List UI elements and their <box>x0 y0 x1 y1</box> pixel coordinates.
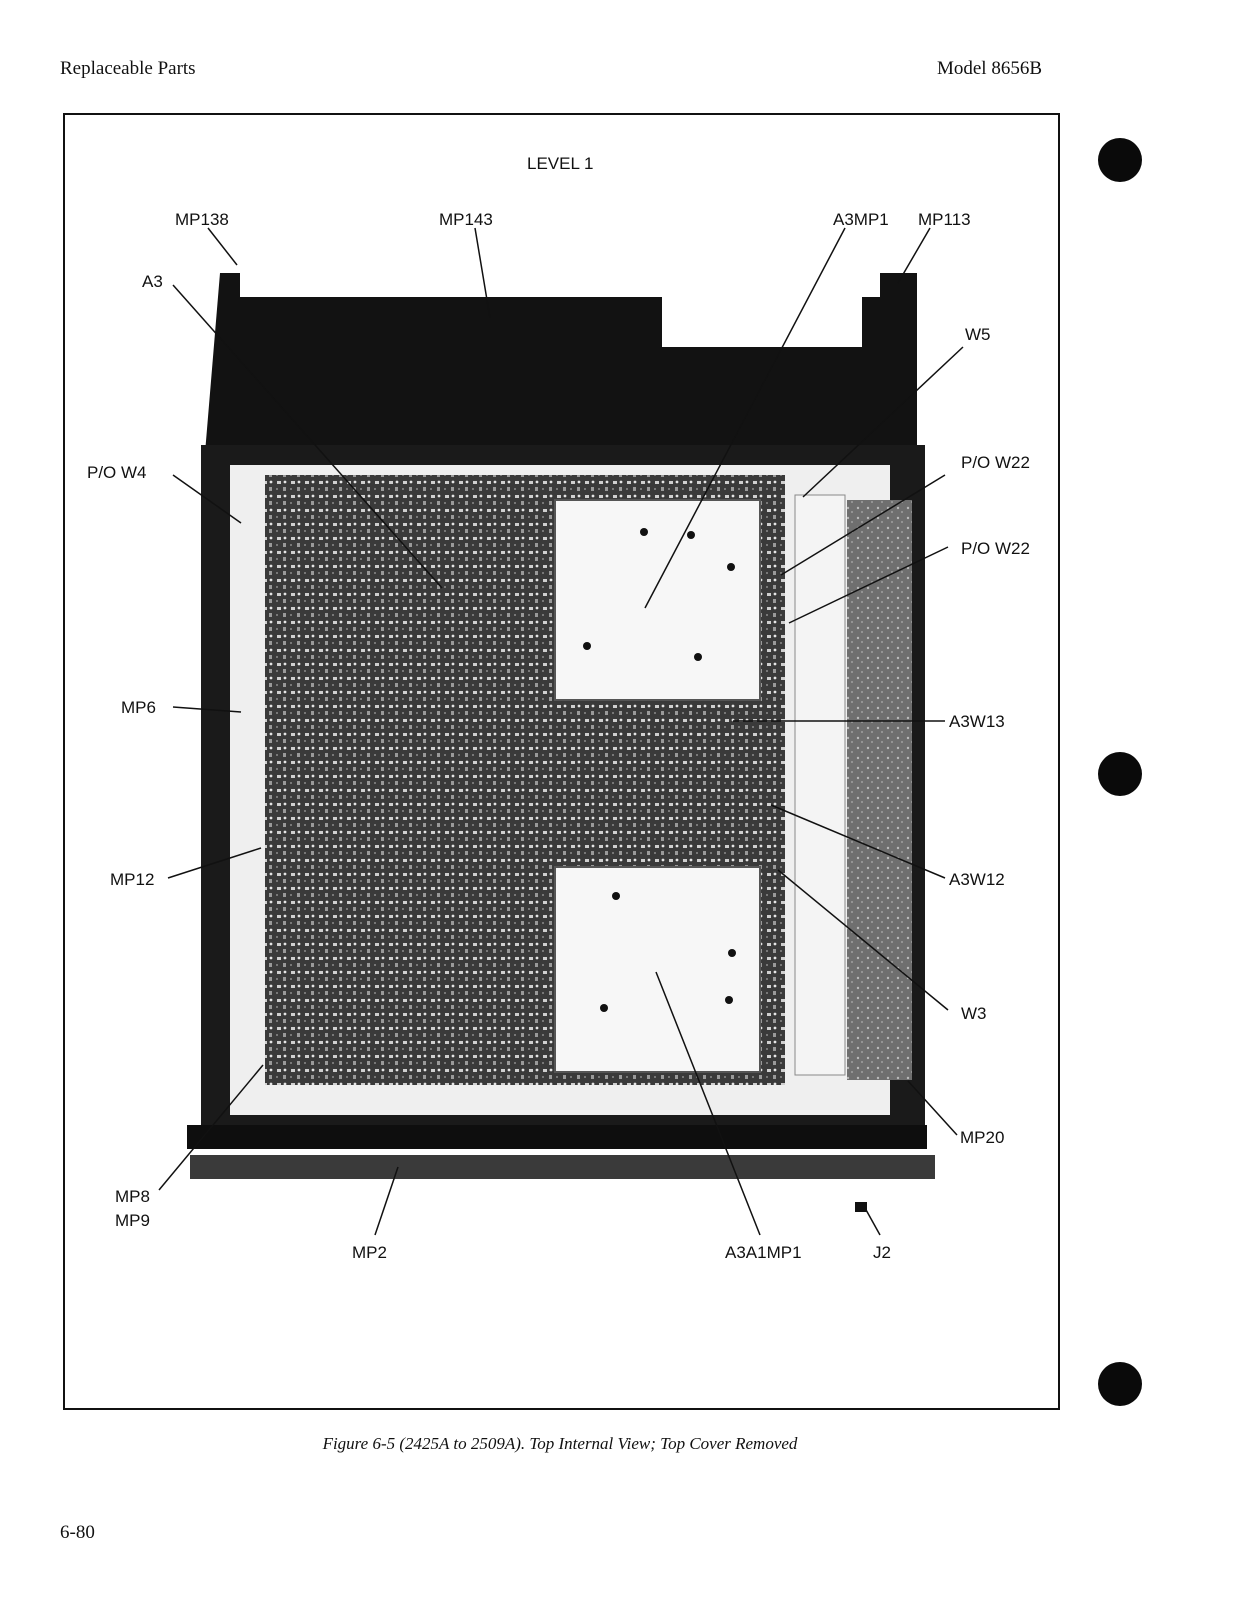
label-mp143: MP143 <box>439 210 493 229</box>
binder-hole-top <box>1098 138 1142 182</box>
label-mp8: MP8 <box>115 1187 150 1206</box>
label-a3a1mp1: A3A1MP1 <box>725 1243 802 1262</box>
label-mp6: MP6 <box>121 698 156 717</box>
label-w3: W3 <box>961 1004 987 1023</box>
binder-hole-bottom <box>1098 1362 1142 1406</box>
j2-connector <box>855 1202 867 1212</box>
binder-hole-middle <box>1098 752 1142 796</box>
front-bar-2-mp2 <box>190 1155 935 1179</box>
leader-lines <box>158 227 964 1236</box>
label-po-w22-a: P/O W22 <box>961 453 1030 472</box>
shield-a3a1mp1 <box>554 866 761 1073</box>
label-mp113: MP113 <box>918 210 971 229</box>
side-assembly <box>847 500 912 1080</box>
running-header-section: Replaceable Parts <box>60 58 196 79</box>
label-a3mp1: A3MP1 <box>833 210 889 229</box>
label-mp20: MP20 <box>960 1128 1004 1147</box>
label-mp2: MP2 <box>352 1243 387 1262</box>
cable-channel <box>794 494 846 1076</box>
figure-frame: LEVEL 1 MP138 MP143 A3MP1 MP113 A3 W5 P/… <box>63 113 1060 1410</box>
label-mp9: MP9 <box>115 1211 150 1230</box>
label-a3w13: A3W13 <box>949 712 1005 731</box>
page-number: 6-80 <box>60 1522 95 1543</box>
shield-a3mp1 <box>554 499 761 701</box>
label-mp138: MP138 <box>175 210 229 229</box>
internal-view-illustration: LEVEL 1 MP138 MP143 A3MP1 MP113 A3 W5 P/… <box>87 154 1030 1262</box>
front-bar-1 <box>187 1125 927 1149</box>
label-w5: W5 <box>965 325 991 344</box>
running-header-model: Model 8656B <box>936 58 1042 79</box>
label-a3: A3 <box>142 272 163 291</box>
label-po-w4: P/O W4 <box>87 463 147 482</box>
label-j2: J2 <box>873 1243 891 1262</box>
rear-panel-shape <box>205 273 917 453</box>
label-po-w22-b: P/O W22 <box>961 539 1030 558</box>
label-level: LEVEL 1 <box>527 154 593 173</box>
label-mp12: MP12 <box>110 870 154 889</box>
figure-caption: Figure 6-5 (2425A to 2509A). Top Interna… <box>322 1434 798 1453</box>
label-a3w12: A3W12 <box>949 870 1005 889</box>
